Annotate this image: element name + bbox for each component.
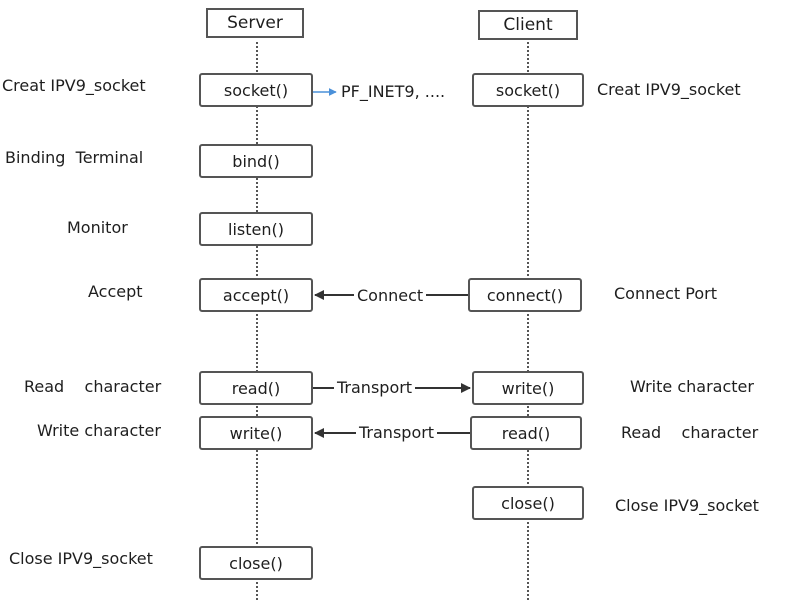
server-close-box: close() (199, 546, 313, 580)
server-close-label: Close IPV9_socket (9, 549, 153, 568)
client-socket-label: Creat IPV9_socket (597, 80, 741, 99)
client-close-box: close() (472, 486, 584, 520)
server-lifeline (256, 42, 258, 600)
client-read-box: read() (470, 416, 582, 450)
connect-label: Connect (354, 286, 427, 306)
transport-to-server-label: Transport (356, 423, 438, 443)
server-read-box: read() (199, 371, 313, 405)
server-socket-label: Creat IPV9_socket (2, 76, 146, 95)
server-bind-box: bind() (199, 144, 313, 178)
family-label: PF_INET9, .... (341, 82, 446, 101)
client-write-box: write() (472, 371, 584, 405)
server-read-label: Read character (24, 377, 162, 396)
transport-to-client-label: Transport (334, 378, 416, 398)
client-connect-box: connect() (468, 278, 582, 312)
server-accept-label: Accept (88, 282, 143, 301)
client-read-label: Read character (621, 423, 759, 442)
server-write-label: Write character (37, 421, 161, 440)
server-socket-box: socket() (199, 73, 313, 107)
server-write-box: write() (199, 416, 313, 450)
server-header: Server (206, 8, 304, 38)
client-write-label: Write character (630, 377, 754, 396)
client-lifeline (527, 42, 529, 600)
server-bind-label: Binding Terminal (5, 148, 144, 167)
client-socket-box: socket() (472, 73, 584, 107)
server-listen-label: Monitor (67, 218, 128, 237)
client-close-label: Close IPV9_socket (615, 496, 759, 515)
client-connect-label: Connect Port (614, 284, 717, 303)
server-listen-box: listen() (199, 212, 313, 246)
server-accept-box: accept() (199, 278, 313, 312)
client-header: Client (478, 10, 578, 40)
